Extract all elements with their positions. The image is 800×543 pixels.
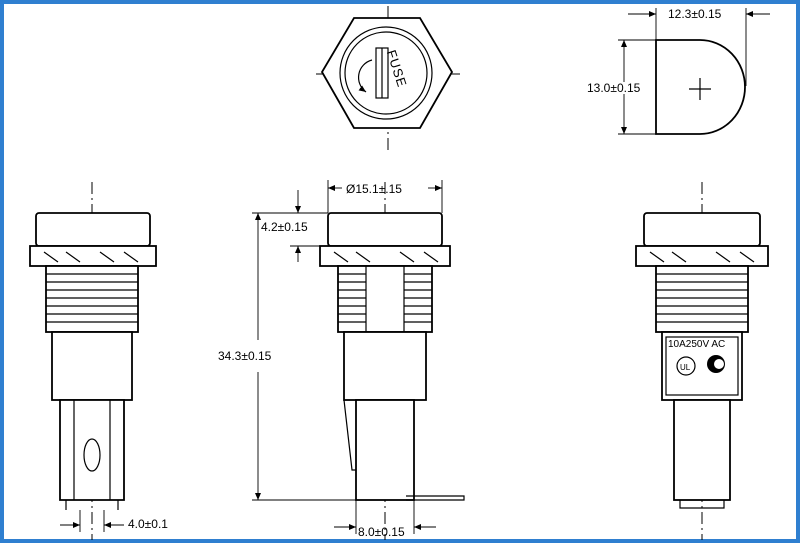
cap-width-dimension: 12.3±0.15 [668,7,722,21]
section-view [252,180,465,540]
cap-height-dimension: 13.0±0.15 [585,81,643,95]
side-cap-view [618,8,770,135]
overall-length-dimension: 34.3±0.15 [216,349,274,363]
cap-thickness-dimension: 4.2±0.15 [261,220,308,234]
rotation-arrow-icon [357,59,373,93]
terminal-pitch-dimension: 8.0±0.15 [358,525,405,539]
rear-view: UL [635,182,769,540]
rating-label: 10A250V AC [668,339,726,350]
ul-mark-icon: UL [676,356,696,376]
svg-text:UL: UL [680,363,691,372]
front-view-hex-cap [316,6,460,150]
csa-mark-icon [707,355,725,373]
terminal-width-dimension: 4.0±0.1 [128,517,168,531]
body-diameter-dimension: Ø15.1±.15 [346,182,402,196]
left-side-view [29,182,157,540]
